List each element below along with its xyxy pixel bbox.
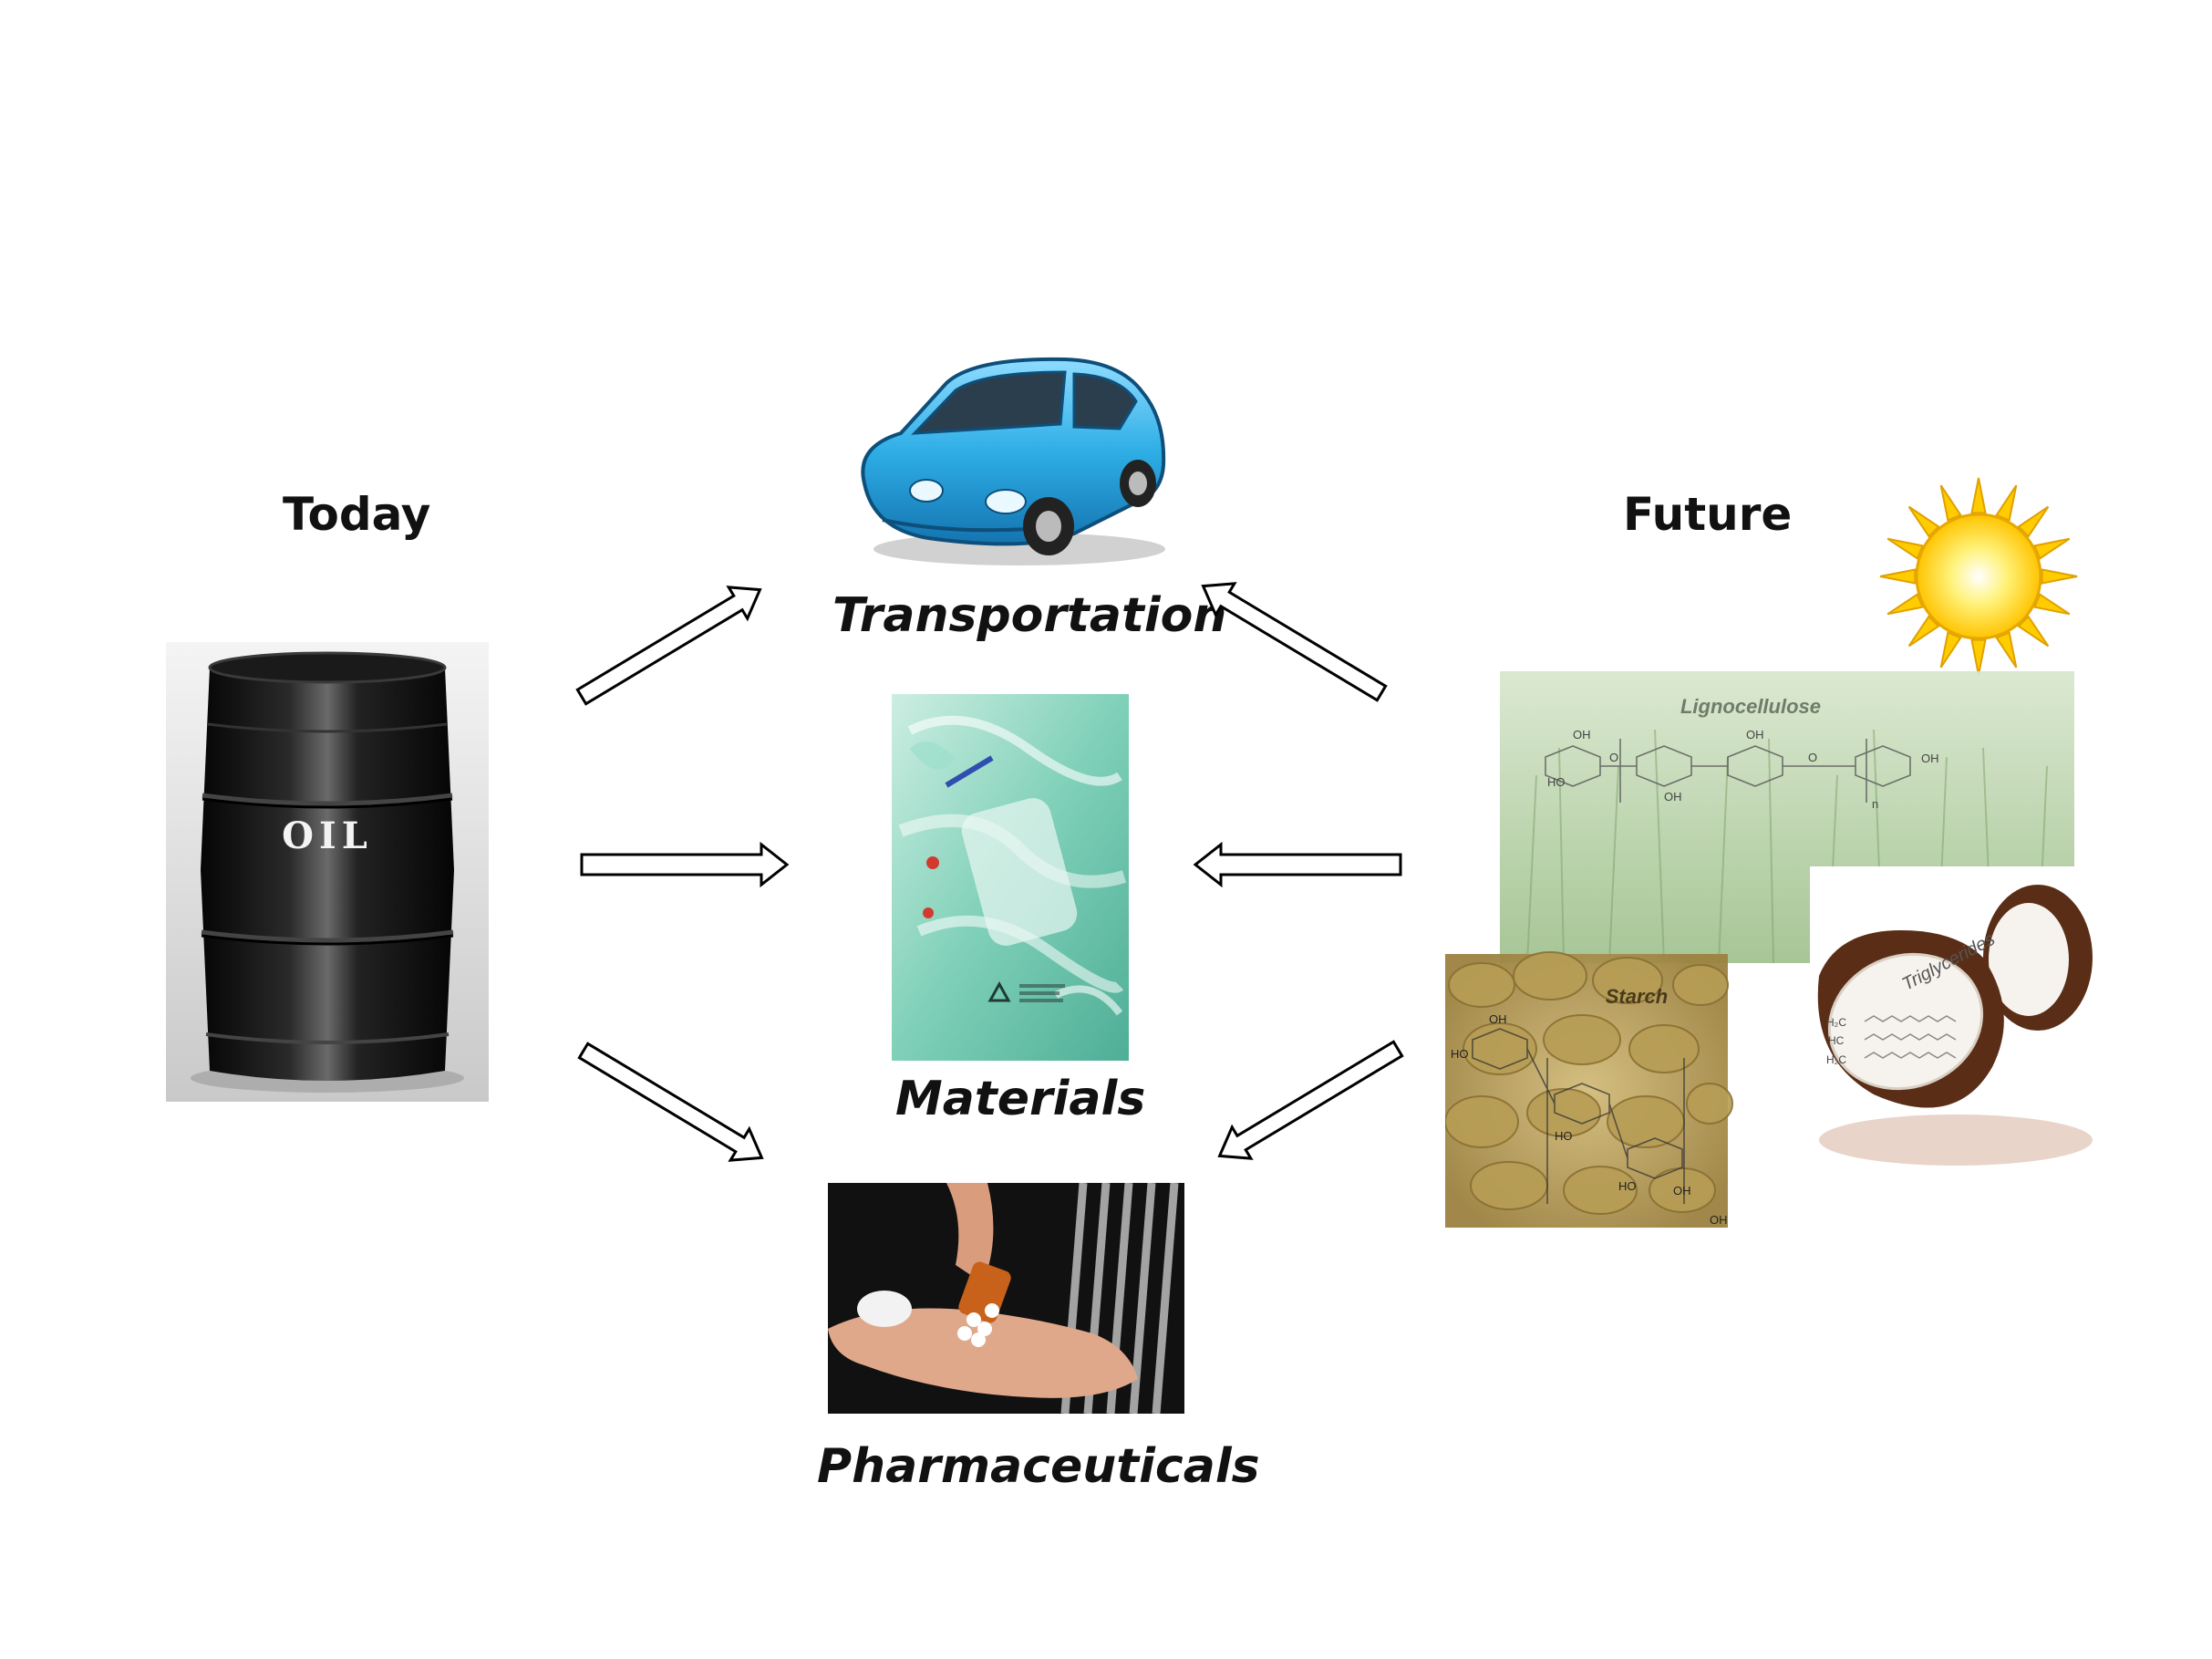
arrow-oil-to-pharmaceuticals [577, 1042, 764, 1162]
transportation-label: Transportation [832, 588, 1227, 643]
oil-barrel-image: OIL [166, 642, 489, 1102]
sun-ray [1939, 484, 1962, 522]
svg-text:OH: OH [1573, 728, 1591, 741]
arrow-oil-to-transportation [575, 586, 762, 706]
sun-ray [1886, 537, 1924, 560]
starch-structure [1472, 1028, 1685, 1204]
sun-ray [1970, 638, 1987, 676]
triglycerides-structure [1864, 1015, 1957, 1059]
sun-icon [1879, 477, 2078, 676]
svg-text:OH: OH [1489, 1012, 1507, 1026]
svg-text:OH: OH [1664, 790, 1682, 804]
sun-ray [1907, 615, 1940, 648]
triglycerides-chem-labels: H₂C HC H₂C [1826, 1016, 1846, 1066]
lignocellulose-structure [1545, 739, 1911, 803]
svg-text:O: O [1609, 751, 1618, 764]
svg-text:HO: HO [1547, 775, 1566, 789]
svg-text:n: n [1872, 797, 1878, 811]
sun-ray [1995, 484, 2018, 522]
sun-ray [1970, 477, 1987, 514]
recycle-icon [987, 980, 1011, 1002]
sun-ray [2041, 568, 2078, 585]
svg-text:O: O [1808, 751, 1817, 764]
sun-ray [1995, 631, 2018, 669]
materials-label: Materials [895, 1072, 1146, 1126]
sun-ray [1907, 505, 1940, 538]
sun-ray [2033, 593, 2071, 616]
svg-text:OH: OH [1746, 728, 1764, 741]
svg-text:OH: OH [1710, 1213, 1728, 1227]
pharmaceuticals-label: Pharmaceuticals [817, 1439, 1260, 1494]
sun-ray [2017, 615, 2050, 648]
arrow-biomass-to-materials [1193, 841, 1402, 888]
sun-image [1869, 474, 2088, 679]
pills-hand-icon [828, 1183, 1184, 1414]
plastic-bag-icon [892, 694, 1129, 1061]
sun-ray [1939, 631, 1962, 669]
sun-ray [2017, 505, 2050, 538]
svg-text:H₂C: H₂C [1826, 1053, 1846, 1066]
svg-text:H₂C: H₂C [1826, 1016, 1846, 1029]
pharmaceuticals-image [828, 1183, 1184, 1414]
arrow-biomass-to-pharmaceuticals [1217, 1040, 1404, 1160]
materials-image [892, 694, 1129, 1061]
starch-label: Starch [1606, 985, 1668, 1008]
svg-text:HO: HO [1618, 1179, 1637, 1193]
svg-text:OH: OH [1673, 1184, 1691, 1198]
future-heading: Future [1623, 488, 1793, 541]
arrow-oil-to-materials [580, 841, 790, 888]
biomass-collage: Lignocellulose OH HO O OH OH O n OH [1445, 666, 2102, 1231]
sun-ray [1879, 568, 1917, 585]
lignocellulose-label: Lignocellulose [1680, 695, 1821, 718]
oil-label: OIL [282, 814, 373, 857]
starch-chem-labels: OH HO HO HO OH OH [1451, 1012, 1728, 1227]
car-image [846, 347, 1171, 570]
lignocellulose-chem-labels: OH HO O OH OH O n OH [1547, 728, 1939, 811]
sun-ray [2033, 537, 2071, 560]
today-heading: Today [283, 488, 431, 541]
sun-ray [1886, 593, 1924, 616]
svg-text:HO: HO [1555, 1129, 1573, 1143]
svg-text:OH: OH [1921, 752, 1939, 765]
svg-text:HC: HC [1828, 1034, 1845, 1047]
svg-text:HO: HO [1451, 1047, 1469, 1061]
car-icon [861, 357, 1166, 565]
